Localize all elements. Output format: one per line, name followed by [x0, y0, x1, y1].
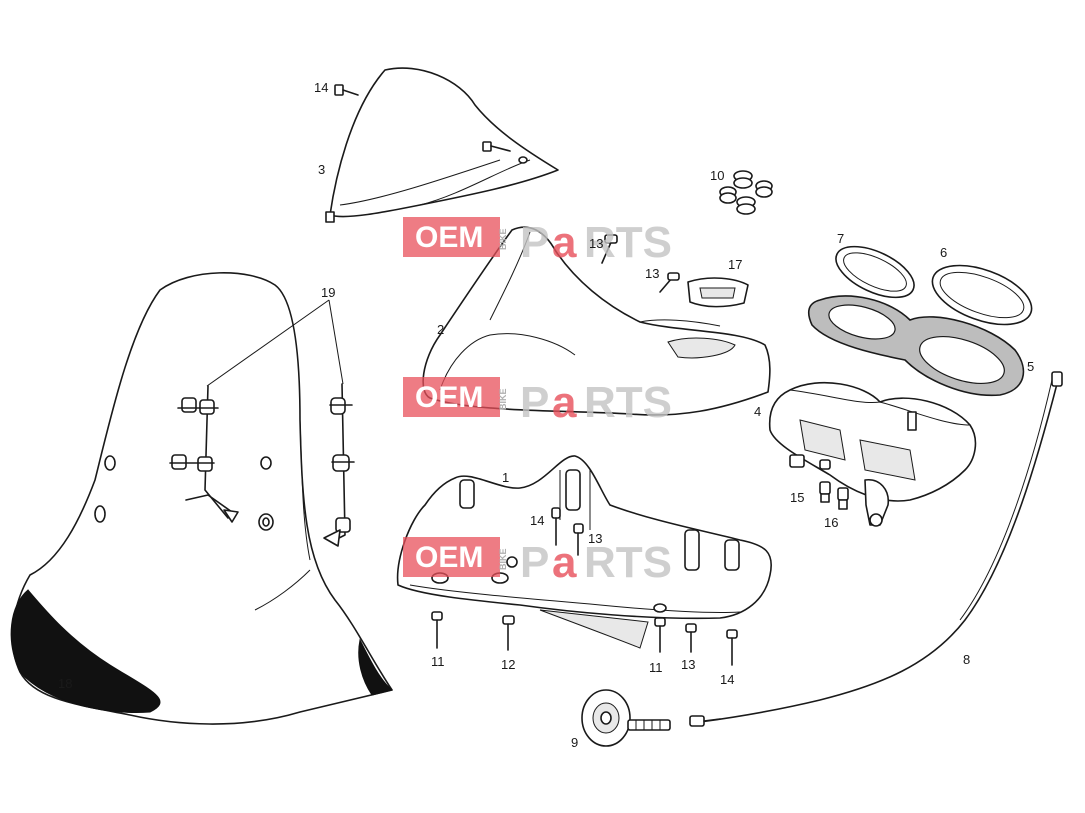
watermark-oem-text: OEM	[415, 221, 483, 254]
callout-18: 18	[58, 676, 72, 691]
screw-12	[502, 615, 515, 651]
part-19-bracket-right	[323, 383, 355, 547]
callout-13-upper-a: 13	[589, 236, 603, 251]
part-3-flyscreen	[325, 67, 559, 223]
callout-3: 3	[318, 162, 325, 177]
callout-4: 4	[754, 404, 761, 419]
watermark-p-text: P	[520, 378, 549, 427]
watermark-bottom: OEM BIKE P a RTS	[403, 537, 672, 587]
callout-17: 17	[728, 257, 742, 272]
callout-11-right: 11	[649, 660, 663, 675]
screw-13-lower-right	[685, 623, 697, 653]
callout-16: 16	[824, 515, 838, 530]
screw-13-upper-a	[601, 234, 618, 264]
screw-14-top	[334, 84, 359, 96]
part-5-gasket	[807, 295, 1025, 397]
callout-15: 15	[790, 490, 804, 505]
callout-8: 8	[963, 652, 970, 667]
watermark-oem-text: OEM	[415, 381, 483, 414]
part-18-windscreen	[10, 272, 394, 725]
leader-19	[206, 299, 344, 387]
screw-11-left	[431, 611, 443, 649]
callout-19: 19	[321, 285, 335, 300]
watermark-a-text: a	[552, 378, 577, 427]
screw-flyscreen	[482, 141, 511, 152]
screw-14-lower-mid	[551, 507, 561, 546]
part-16-bulb	[837, 487, 849, 510]
callout-12: 12	[501, 657, 515, 672]
watermark-rts-text: RTS	[584, 378, 672, 427]
watermark-rts-text: RTS	[584, 218, 672, 267]
part-19-bracket-left	[169, 385, 239, 523]
part-10-grommets	[719, 170, 773, 215]
callout-labels: 1 2 3 4 5 6 7 8 9 10 11 11 12 13 13 13 1…	[58, 80, 1034, 750]
screw-13-upper-b	[659, 272, 680, 293]
watermark-a-text: a	[552, 538, 577, 587]
callout-6: 6	[940, 245, 947, 260]
callout-1: 1	[502, 470, 509, 485]
callout-13-lower-mid: 13	[588, 531, 602, 546]
watermark-bike-text: BIKE	[498, 388, 508, 410]
screw-11-right	[654, 617, 666, 653]
callout-14-lower-mid: 14	[530, 513, 544, 528]
part-6-ring	[931, 264, 1033, 326]
callout-13-lower-right: 13	[681, 657, 695, 672]
callout-13-upper-b: 13	[645, 266, 659, 281]
watermark-oem-text: OEM	[415, 541, 483, 574]
watermark-a-text: a	[552, 218, 577, 267]
part-1-lower-housing	[396, 455, 772, 649]
callout-10: 10	[710, 168, 724, 183]
watermark-p-text: P	[520, 538, 549, 587]
callout-2: 2	[437, 322, 444, 337]
part-17-cap	[687, 277, 749, 308]
watermark-middle: OEM BIKE P a RTS	[403, 377, 672, 427]
part-4-instrument-cluster	[768, 381, 977, 527]
part-15-bulb	[819, 481, 831, 503]
part-9-grommet	[581, 689, 671, 747]
callout-14-top: 14	[314, 80, 328, 95]
screw-14-lower-right	[726, 629, 738, 666]
part-2-upper-cover	[422, 226, 771, 416]
watermark-rts-text: RTS	[584, 538, 672, 587]
watermark-bike-text: BIKE	[498, 228, 508, 250]
watermark-top: OEM BIKE P a RTS	[403, 217, 672, 267]
watermark-p-text: P	[520, 218, 549, 267]
callout-9: 9	[571, 735, 578, 750]
part-7-ring	[835, 245, 915, 299]
screw-13-lower-mid	[573, 523, 584, 556]
watermark-bike-text: BIKE	[498, 548, 508, 570]
callout-11-left: 11	[431, 654, 445, 669]
callout-5: 5	[1027, 359, 1034, 374]
part-8-speedometer-cable	[689, 371, 1063, 727]
callout-14-lower-right: 14	[720, 672, 734, 687]
callout-7: 7	[837, 231, 844, 246]
